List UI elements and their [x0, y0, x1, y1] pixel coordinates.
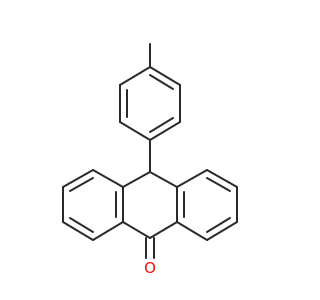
- right-benzo-ring: [176, 169, 238, 241]
- molecule-canvas: O: [62, 43, 238, 277]
- carbonyl-bond: [145, 237, 155, 259]
- tolyl-ring: [119, 66, 181, 141]
- oxygen-atom-label: O: [144, 259, 156, 277]
- left-benzo-ring: [62, 169, 124, 241]
- central-ring: [122, 171, 178, 239]
- molecule-structure: O: [62, 43, 238, 277]
